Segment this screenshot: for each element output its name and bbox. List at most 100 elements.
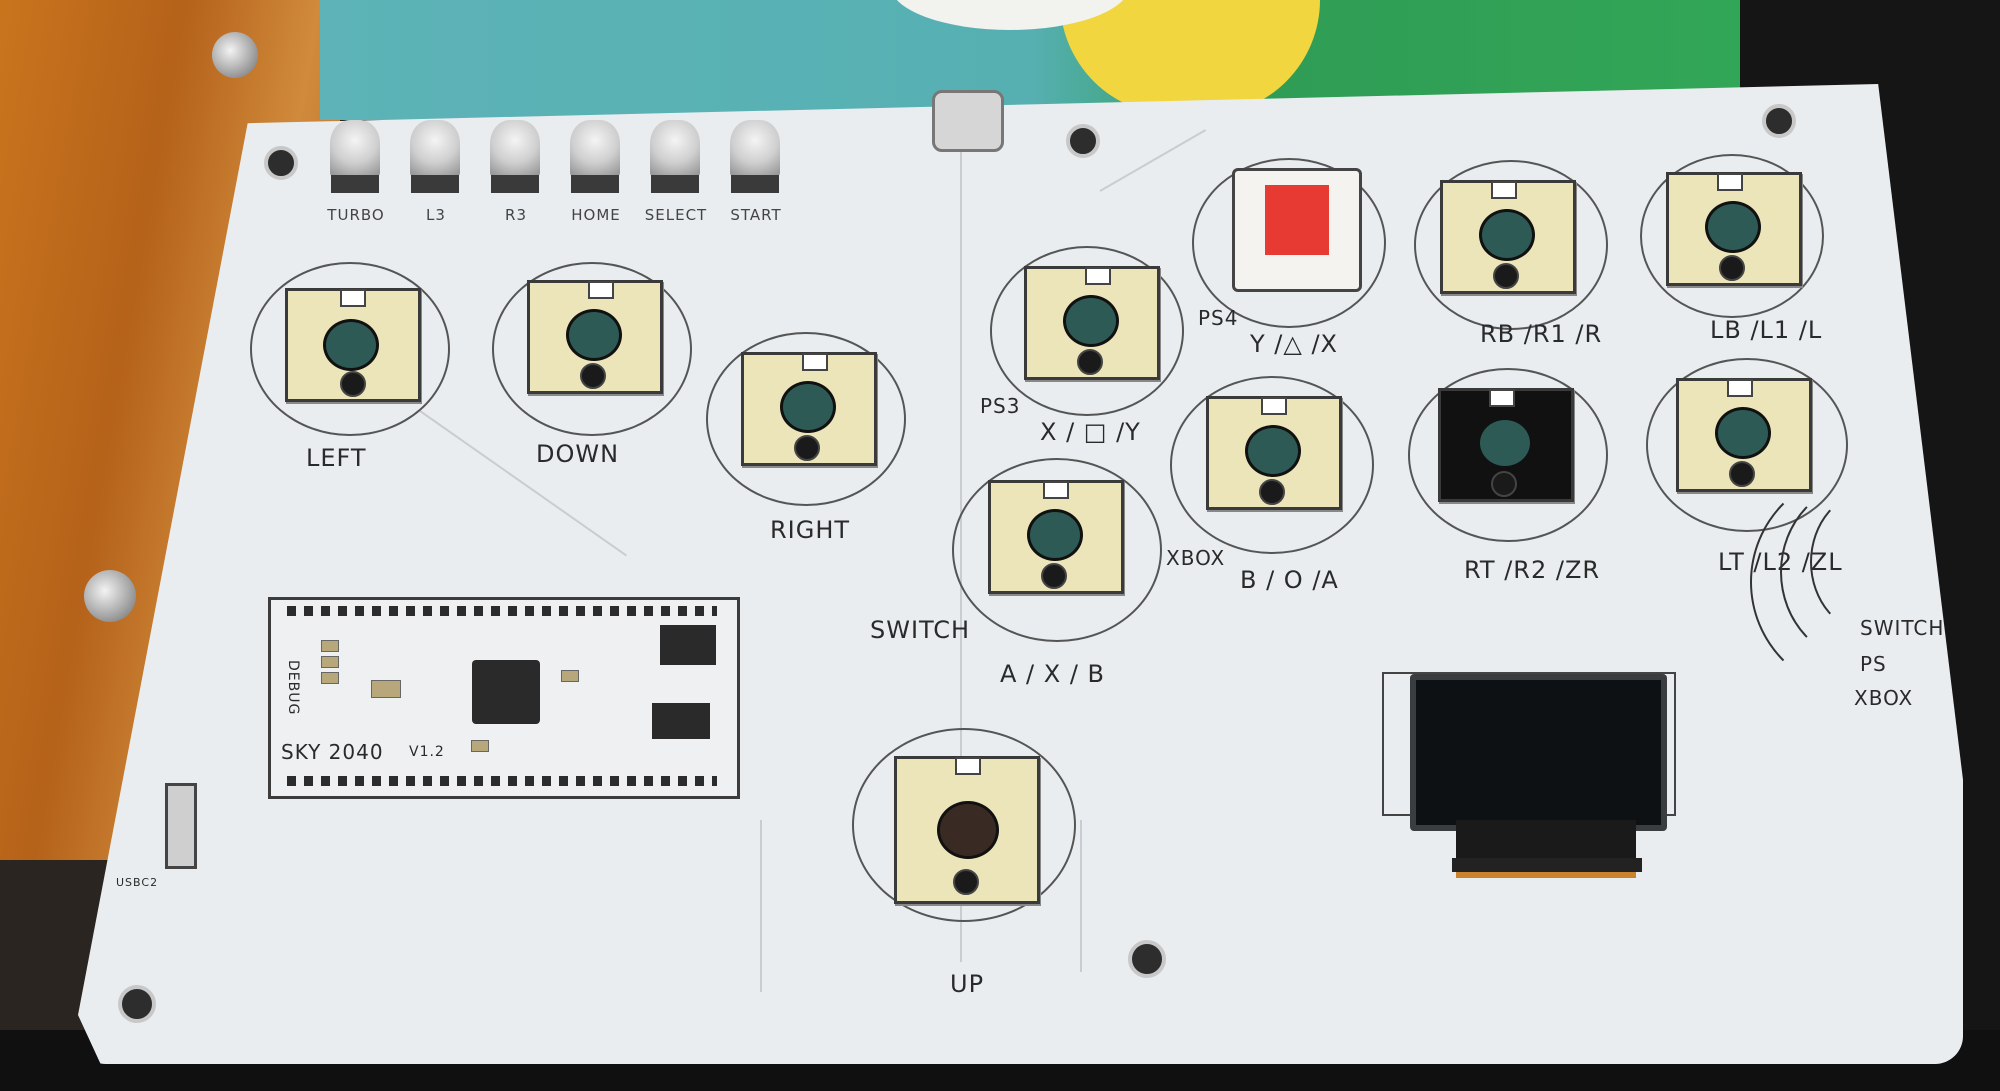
smd-component	[561, 670, 579, 682]
ps4-label: PS4	[1198, 306, 1239, 330]
legend-ps: PS	[1860, 652, 1887, 676]
function-button-row: TURBO L3 R3 HOME SELECT START	[327, 120, 800, 230]
lb-label: LB /L1 /L	[1710, 316, 1823, 344]
button-housing	[331, 175, 379, 193]
socket-knob	[1259, 479, 1285, 505]
legend-switch: SWITCH	[1860, 616, 1945, 640]
up-button-outline	[852, 728, 1076, 922]
socket-hole	[1479, 209, 1535, 261]
legend-arc	[1810, 490, 1934, 634]
a-x-b-label: A / X / B	[1000, 660, 1106, 688]
socket-knob	[1041, 563, 1067, 589]
socket-hole	[937, 801, 999, 859]
screw-icon	[212, 32, 258, 78]
right-button-outline	[706, 332, 906, 506]
r3-button[interactable]	[490, 120, 540, 178]
socket-hole	[1027, 509, 1083, 561]
b-o-a-label: B / O /A	[1240, 566, 1339, 594]
right-label: RIGHT	[770, 516, 851, 544]
x-button-outline	[990, 246, 1184, 416]
usb-c-port[interactable]	[932, 90, 1004, 152]
legend-arc	[1780, 480, 1954, 664]
button-housing	[491, 175, 539, 193]
screw-icon	[84, 570, 136, 622]
rb-button[interactable]	[1440, 180, 1576, 294]
home-label: HOME	[571, 206, 621, 224]
oled-display	[1410, 674, 1667, 831]
debug-label: DEBUG	[285, 660, 301, 716]
socket-knob	[1493, 263, 1519, 289]
mounting-hole	[264, 146, 298, 180]
rt-button-outline	[1408, 368, 1608, 542]
socket-hole	[566, 309, 622, 361]
rt-label: RT /R2 /ZR	[1464, 556, 1601, 584]
lt-button-outline	[1646, 358, 1848, 532]
b-o-a-button[interactable]	[1206, 396, 1342, 510]
socket-tab	[1489, 389, 1515, 407]
down-button-outline	[492, 262, 692, 436]
rp2040-chip	[472, 660, 540, 724]
button-housing	[411, 175, 459, 193]
r3-label: R3	[505, 206, 527, 224]
socket-tab	[1727, 379, 1753, 397]
lb-button[interactable]	[1666, 172, 1802, 286]
turbo-button[interactable]	[330, 120, 380, 178]
socket-knob	[1077, 349, 1103, 375]
socket-hole	[780, 381, 836, 433]
rb-label: RB /R1 /R	[1480, 320, 1603, 348]
select-button[interactable]	[650, 120, 700, 178]
x-square-y-label: X / □ /Y	[1040, 418, 1141, 446]
socket-hole	[1245, 425, 1301, 477]
xbox-label: XBOX	[1166, 546, 1226, 570]
socket-tab	[1261, 397, 1287, 415]
mounting-hole	[1066, 124, 1100, 158]
socket-tab	[1043, 481, 1069, 499]
y-triangle-x-button[interactable]	[1232, 168, 1362, 292]
rt-button[interactable]	[1438, 388, 1574, 502]
right-button[interactable]	[741, 352, 877, 466]
down-button[interactable]	[527, 280, 663, 394]
smd-component	[321, 656, 339, 668]
turbo-label: TURBO	[327, 206, 385, 224]
socket-knob	[1491, 471, 1517, 497]
up-button[interactable]	[894, 756, 1040, 904]
start-button[interactable]	[730, 120, 780, 178]
lt-button[interactable]	[1676, 378, 1812, 492]
l3-button[interactable]	[410, 120, 460, 178]
pin-header-bottom	[287, 776, 717, 786]
select-label: SELECT	[644, 206, 708, 224]
flash-chip	[660, 625, 716, 665]
a-x-b-button[interactable]	[988, 480, 1124, 594]
socket-knob	[1729, 461, 1755, 487]
button-housing	[731, 175, 779, 193]
socket-tab	[1717, 173, 1743, 191]
smd-component	[321, 672, 339, 684]
legend-arc	[1750, 470, 1974, 694]
socket-hole	[1477, 417, 1533, 469]
left-button[interactable]	[285, 288, 421, 402]
usb-c-port-2[interactable]	[165, 783, 197, 869]
smd-component	[321, 640, 339, 652]
smd-component	[471, 740, 489, 752]
board-name: SKY 2040	[281, 740, 384, 764]
left-button-outline	[250, 262, 450, 436]
socket-hole	[323, 319, 379, 371]
rb-button-outline	[1414, 160, 1608, 330]
pin-header-top	[287, 606, 717, 616]
button-housing	[651, 175, 699, 193]
voltage-regulator	[652, 703, 710, 739]
mounting-hole	[1762, 104, 1796, 138]
home-button[interactable]	[570, 120, 620, 178]
x-square-y-button[interactable]	[1024, 266, 1160, 380]
socket-tab	[955, 757, 981, 775]
start-label: START	[730, 206, 782, 224]
y-triangle-x-label: Y /△ /X	[1250, 330, 1338, 358]
usb-label: USBC2	[116, 876, 159, 889]
legend-xbox: XBOX	[1854, 686, 1914, 710]
y-button-outline	[1192, 158, 1386, 328]
up-label: UP	[950, 970, 985, 998]
b-button-outline	[1170, 376, 1374, 554]
socket-tab	[588, 281, 614, 299]
switch-stem	[1265, 185, 1329, 255]
ps3-label: PS3	[980, 394, 1021, 418]
